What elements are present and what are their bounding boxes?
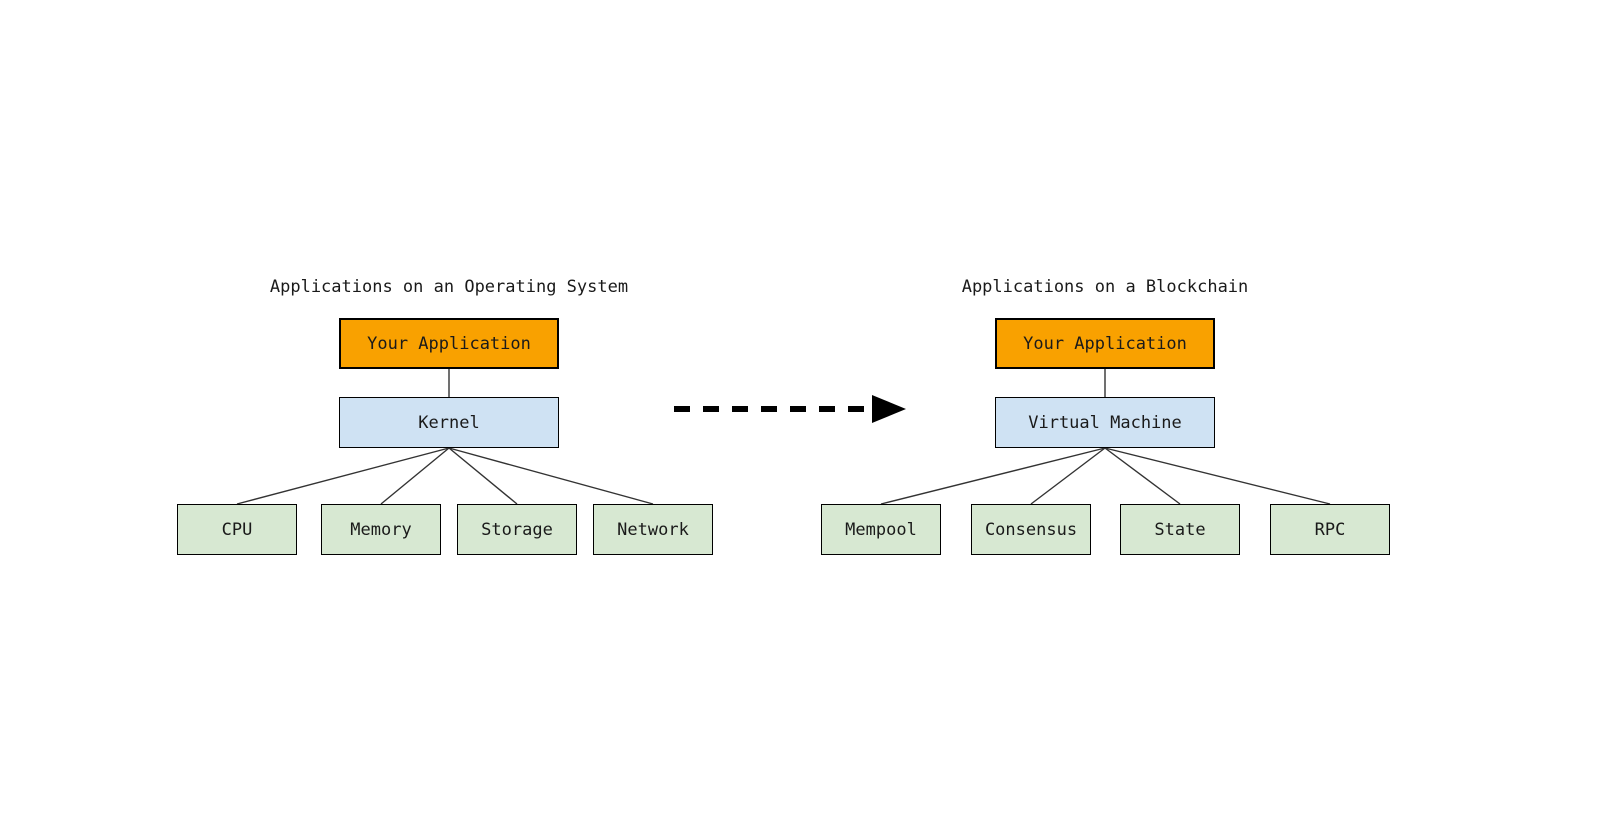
os-fan-line-cpu [236, 447, 450, 505]
bc-component-box-mempool: Mempool [821, 504, 941, 555]
os-component-box-network: Network [593, 504, 713, 555]
os-fan-line-network [448, 447, 654, 505]
os-fan-line-storage [448, 447, 518, 505]
dashed-right-arrow-icon [674, 395, 906, 423]
os-component-box-cpu: CPU [177, 504, 297, 555]
bc-component-box-consensus: Consensus [971, 504, 1091, 555]
bc-component-box-rpc: RPC [1270, 504, 1390, 555]
os-your-application-box: Your Application [339, 318, 559, 369]
os-component-box-storage: Storage [457, 504, 577, 555]
os-fan-line-memory [380, 447, 450, 505]
bc-fan-line-consensus [1030, 447, 1106, 505]
os-kernel-box: Kernel [339, 397, 559, 448]
bc-fan-line-rpc [1104, 447, 1331, 505]
bc-fan-line-mempool [880, 447, 1106, 505]
dashed-arrow-head [872, 395, 906, 423]
os-component-box-memory: Memory [321, 504, 441, 555]
bc-fan-line-state [1104, 447, 1181, 505]
bc-component-box-state: State [1120, 504, 1240, 555]
bc-your-application-box: Your Application [995, 318, 1215, 369]
bc-virtual-machine-box: Virtual Machine [995, 397, 1215, 448]
blockchain-diagram-title: Applications on a Blockchain [961, 277, 1249, 297]
os-diagram-title: Applications on an Operating System [269, 277, 629, 297]
